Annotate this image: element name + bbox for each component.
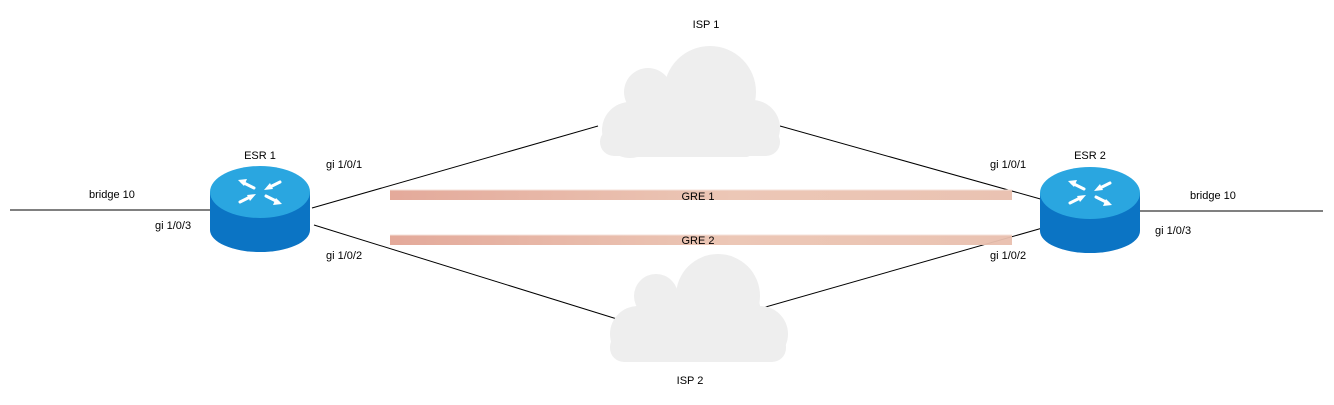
esr2-label: ESR 2 bbox=[1074, 150, 1106, 162]
esr1-label: ESR 1 bbox=[244, 150, 276, 162]
link-isp1-esr2 bbox=[779, 125, 1045, 201]
isp1-cloud-icon bbox=[600, 46, 780, 158]
esr2-port-lan-label: gi 1/0/3 bbox=[1155, 225, 1191, 237]
isp2-cloud-icon bbox=[610, 254, 788, 362]
gre-tunnel-2 bbox=[390, 234, 1012, 245]
esr1-port-lan-label: gi 1/0/3 bbox=[155, 220, 191, 232]
gre-tunnel-2-label: GRE 2 bbox=[681, 235, 714, 247]
link-esr1-isp2 bbox=[313, 224, 618, 320]
gre-tunnel-1 bbox=[390, 189, 1012, 200]
isp2-label: ISP 2 bbox=[677, 375, 704, 387]
esr1-port-top-label: gi 1/0/1 bbox=[326, 159, 362, 171]
esr1-port-bottom-label: gi 1/0/2 bbox=[326, 250, 362, 262]
link-esr1-isp1 bbox=[311, 125, 599, 209]
gre-tunnel-1-label: GRE 1 bbox=[681, 191, 714, 203]
esr2-router-icon bbox=[1040, 167, 1140, 253]
esr1-bridge-label: bridge 10 bbox=[89, 189, 135, 201]
esr2-port-top-label: gi 1/0/1 bbox=[990, 159, 1026, 171]
isp1-label: ISP 1 bbox=[693, 19, 720, 31]
esr2-bridge-label: bridge 10 bbox=[1190, 190, 1236, 202]
esr1-router-icon bbox=[210, 166, 310, 252]
esr2-port-bottom-label: gi 1/0/2 bbox=[990, 250, 1026, 262]
